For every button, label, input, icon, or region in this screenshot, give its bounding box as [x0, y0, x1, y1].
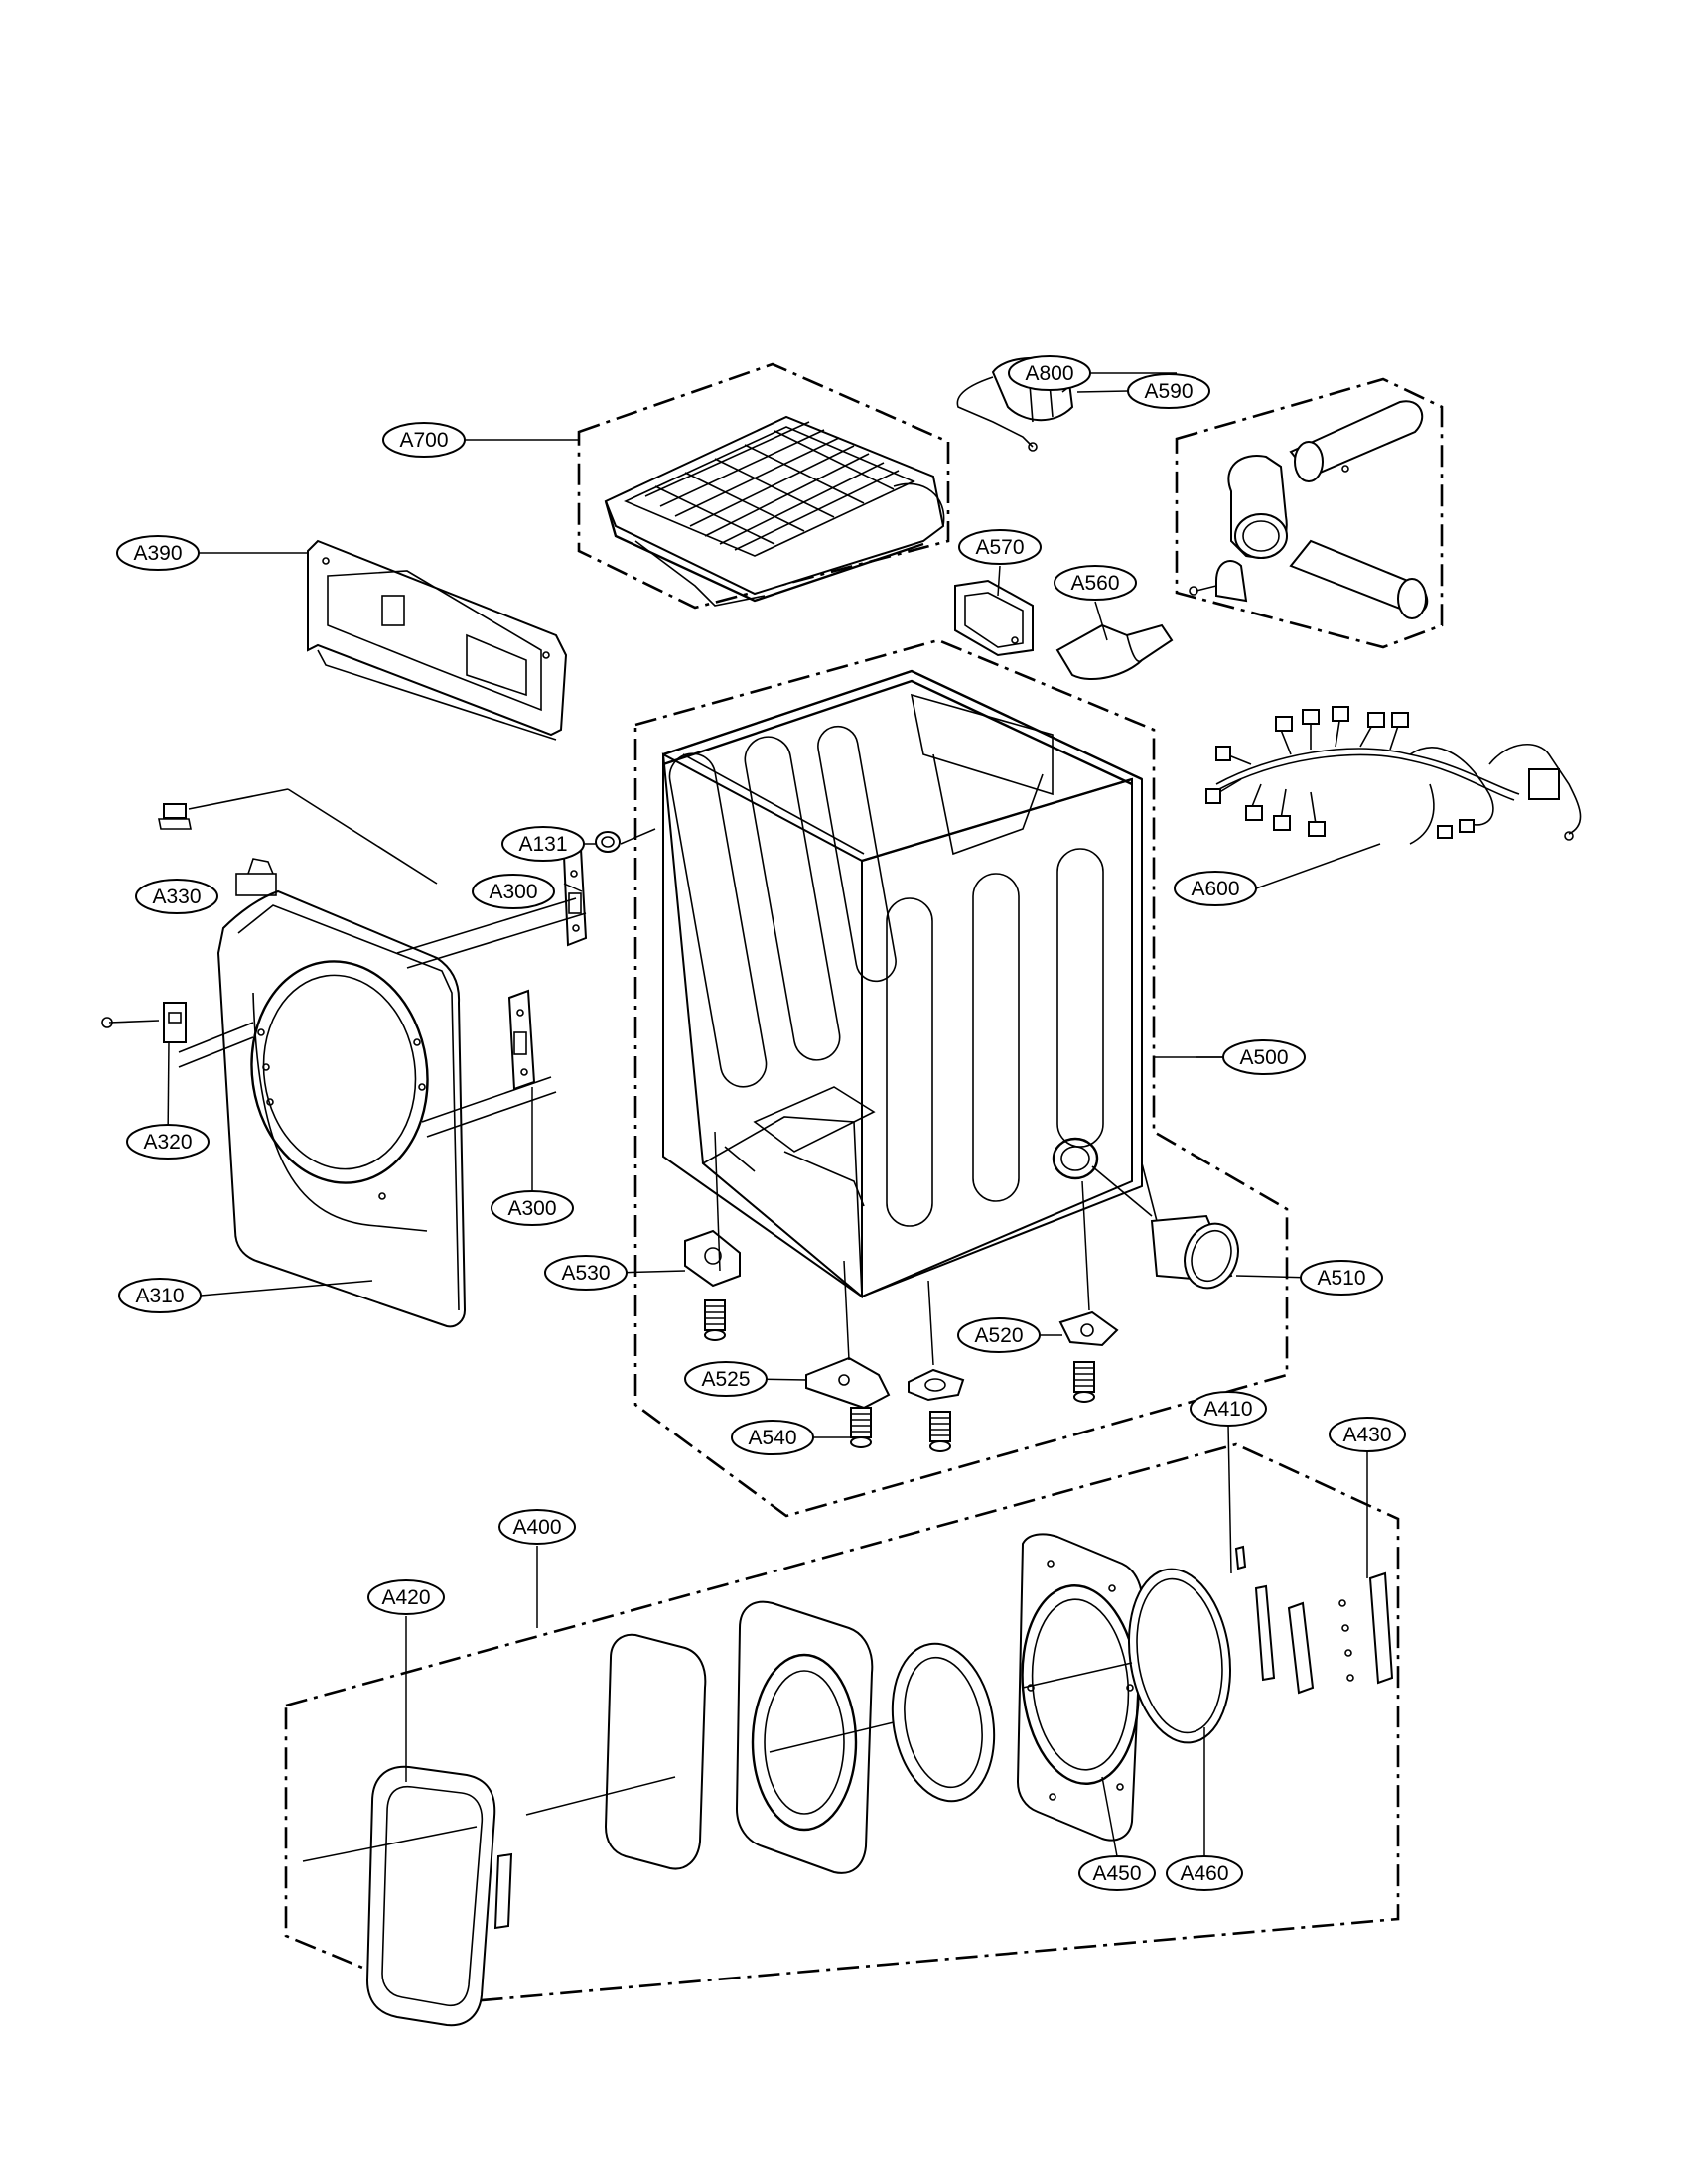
panel-bracket-part [307, 539, 568, 741]
callout-a390[interactable]: A390 [116, 535, 200, 571]
svg-text:A530: A530 [561, 1262, 610, 1285]
door-hinge-small-part [493, 1852, 513, 1930]
callout-a800[interactable]: A800 [1008, 355, 1091, 391]
leg-bracket-right-part [1058, 1310, 1119, 1347]
callout-a300-upper[interactable]: A300 [472, 874, 555, 909]
callouts: A700 A590 A800 A390 A570 A560 A600 A330 … [116, 355, 1406, 1891]
door-hinge-plate-part [1016, 1533, 1144, 1842]
callout-a590[interactable]: A590 [1127, 373, 1210, 409]
svg-text:A430: A430 [1342, 1424, 1391, 1446]
callout-a460[interactable]: A460 [1166, 1855, 1243, 1891]
door-glass-part [604, 1633, 707, 1870]
hinge-bracket-lower-part [507, 989, 536, 1091]
leveling-feet-part [704, 1299, 1095, 1452]
svg-text:A300: A300 [507, 1197, 556, 1220]
svg-text:A600: A600 [1191, 878, 1239, 900]
svg-text:A420: A420 [381, 1586, 430, 1609]
svg-text:A460: A460 [1180, 1862, 1228, 1885]
leg-bracket-center-part [805, 1356, 965, 1410]
front-panel-part [178, 858, 587, 1328]
boundary-cabinet-group [633, 638, 1289, 1518]
svg-text:A520: A520 [974, 1324, 1023, 1347]
latch-part [158, 788, 438, 885]
callout-a560[interactable]: A560 [1054, 565, 1137, 601]
callout-a330[interactable]: A330 [135, 879, 218, 914]
door-inner-frame-part [735, 1600, 874, 1874]
callout-a700[interactable]: A700 [382, 422, 466, 458]
svg-text:A700: A700 [399, 429, 448, 452]
callout-a530[interactable]: A530 [544, 1255, 628, 1291]
door-latch-parts [1234, 1545, 1394, 1695]
svg-text:A525: A525 [701, 1368, 750, 1391]
leg-bracket-left-part [684, 1229, 741, 1288]
callout-a310[interactable]: A310 [118, 1278, 202, 1313]
door-gasket-ring-part [891, 1642, 996, 1803]
callout-a400[interactable]: A400 [498, 1509, 576, 1545]
bushing-part [595, 828, 656, 853]
callout-a410[interactable]: A410 [1190, 1391, 1267, 1427]
svg-text:A300: A300 [489, 881, 537, 903]
svg-text:A800: A800 [1025, 362, 1073, 385]
svg-text:A590: A590 [1144, 380, 1193, 403]
svg-text:A330: A330 [152, 886, 201, 908]
hinge-bracket-upper-part [562, 847, 588, 947]
boundary-a700-group [577, 362, 950, 610]
callout-a600[interactable]: A600 [1174, 871, 1257, 906]
boundary-door-group [284, 1442, 1400, 2005]
callout-a131[interactable]: A131 [501, 826, 585, 862]
svg-text:A410: A410 [1203, 1398, 1252, 1421]
callout-a520[interactable]: A520 [957, 1317, 1041, 1353]
svg-text:A310: A310 [135, 1285, 184, 1307]
svg-text:A510: A510 [1317, 1267, 1365, 1290]
svg-text:A131: A131 [518, 833, 567, 856]
wire-harness-part [1205, 706, 1582, 845]
callout-a420[interactable]: A420 [367, 1579, 445, 1615]
exhaust-duct-part [1091, 1162, 1239, 1290]
callout-a570[interactable]: A570 [958, 529, 1042, 565]
callout-a320[interactable]: A320 [126, 1124, 210, 1160]
duct-piece-part [1055, 623, 1174, 680]
duct-part [1189, 400, 1429, 619]
door-frame-outer-part [365, 1765, 496, 2027]
drawer-tray-part [604, 415, 945, 607]
svg-text:A560: A560 [1070, 572, 1119, 595]
svg-text:A540: A540 [748, 1427, 796, 1449]
svg-text:A320: A320 [143, 1131, 192, 1154]
boundary-a800-group [1175, 377, 1444, 649]
cabinet-part [661, 669, 1143, 1299]
callout-a540[interactable]: A540 [731, 1420, 814, 1455]
door-switch-part [101, 1002, 187, 1043]
callout-a300-lower[interactable]: A300 [491, 1190, 574, 1226]
callout-a430[interactable]: A430 [1329, 1417, 1406, 1452]
svg-text:A570: A570 [975, 536, 1024, 559]
plate-part [954, 579, 1034, 657]
svg-text:A500: A500 [1239, 1046, 1288, 1069]
svg-text:A450: A450 [1092, 1862, 1141, 1885]
callout-a500[interactable]: A500 [1222, 1039, 1306, 1075]
callout-a450[interactable]: A450 [1078, 1855, 1156, 1891]
callout-a510[interactable]: A510 [1300, 1260, 1383, 1296]
svg-text:A390: A390 [133, 542, 182, 565]
svg-text:A400: A400 [512, 1516, 561, 1539]
callout-a525[interactable]: A525 [684, 1361, 768, 1397]
group-boundaries [284, 362, 1444, 2005]
